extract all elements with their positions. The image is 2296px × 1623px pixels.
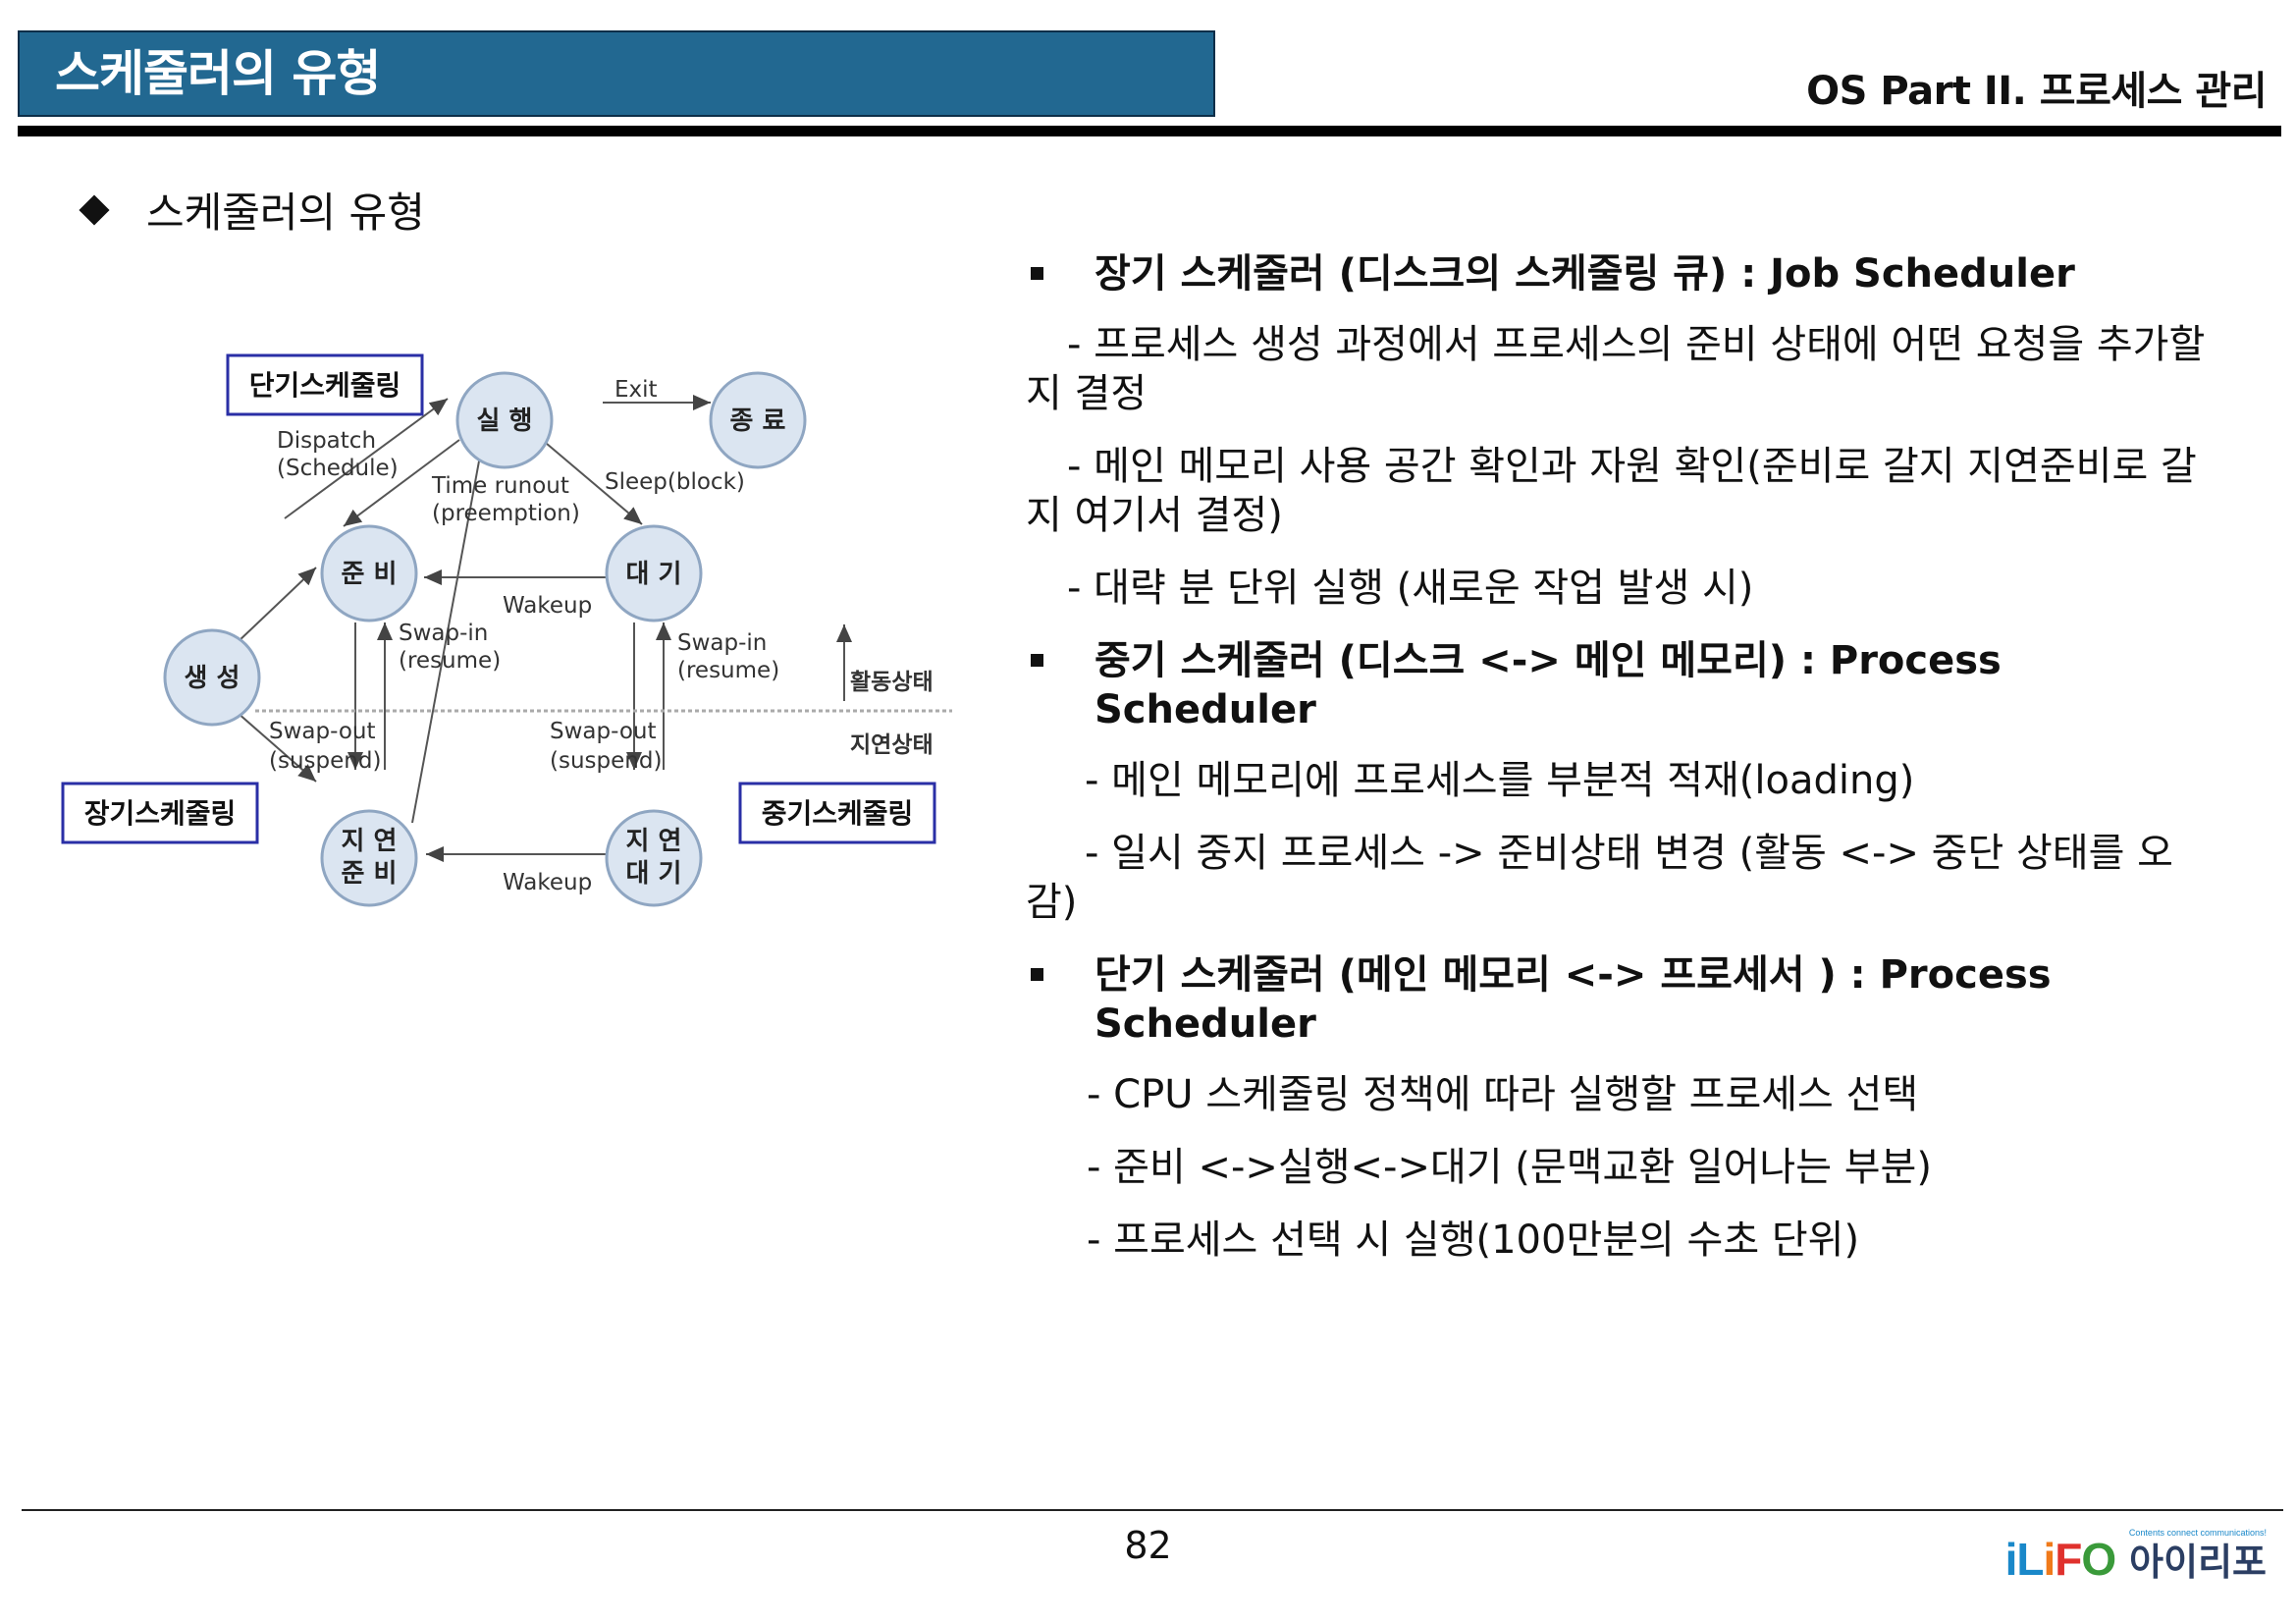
label-ready: 준 비 (342, 560, 398, 589)
label-long-term: 장기스케줄링 (84, 797, 237, 830)
label-timerunout-2: (preemption) (432, 501, 580, 526)
label-swapout-left-2: (suspend) (269, 748, 381, 774)
state-ready (320, 524, 418, 622)
box-long-term (61, 782, 259, 844)
arrow-suspended-running (411, 439, 488, 824)
label-swapin-left-2: (resume) (399, 648, 501, 674)
mid-term-heading: 중기 스케줄러 (디스크 <-> 메인 메모리) : Process Sched… (1026, 636, 2223, 734)
label-suspended-waiting-1: 지 연 (626, 827, 682, 856)
footer-divider (22, 1509, 2283, 1511)
page-number: 82 (1124, 1524, 1172, 1567)
mid-term-item: - 메인 메모리에 프로세스를 부분적 적재(loading) (1085, 758, 1915, 803)
label-suspended-ready-1: 지 연 (342, 827, 398, 856)
subheading: 스케줄러의 유형 (74, 180, 425, 240)
label-short-term: 단기스케줄링 (249, 369, 401, 402)
long-term-item: - 메인 메모리 사용 공간 확인과 자원 확인(준비로 갈지 지연준비로 갈지… (1026, 444, 2197, 538)
logo-wordmark: iLiFO (2004, 1534, 2117, 1585)
label-active-state: 활동상태 (850, 670, 934, 695)
state-terminated (709, 371, 807, 469)
logo-korean: 아이리포 (2129, 1541, 2267, 1584)
short-term-heading: 단기 스케줄러 (메인 메모리 <-> 프로세서 ) : Process Sch… (1026, 950, 2223, 1049)
label-swapin-right-1: Swap-in (677, 630, 767, 656)
state-waiting (605, 524, 703, 622)
label-swapin-left-1: Swap-in (399, 621, 488, 646)
header-divider (18, 126, 2281, 136)
brand-logo: Contents connect communications! iLiFO 아… (2004, 1528, 2267, 1586)
arrow-created-ready (237, 567, 317, 643)
label-terminated: 종 료 (730, 406, 786, 436)
short-term-item: - 준비 <->실행<->대기 (문맥교환 일어나는 부분) (1087, 1145, 1932, 1190)
label-suspended-ready-2: 준 비 (342, 859, 398, 889)
label-dispatch-1: Dispatch (277, 428, 376, 454)
long-term-heading: 장기 스케줄러 (디스크의 스케줄링 큐) : Job Scheduler (1026, 249, 2223, 298)
arrow-sleep (539, 437, 643, 525)
scheduler-descriptions: 장기 스케줄러 (디스크의 스케줄링 큐) : Job Scheduler - … (1026, 249, 2223, 1288)
label-suspended-waiting-2: 대 기 (626, 859, 682, 889)
label-dispatch-2: (Schedule) (277, 456, 399, 481)
label-exit: Exit (614, 377, 658, 403)
diamond-bullet-icon (79, 193, 110, 226)
label-swapout-left-1: Swap-out (269, 719, 376, 744)
label-sleep: Sleep(block) (605, 469, 745, 495)
label-mid-term: 중기스케줄링 (762, 797, 914, 830)
box-mid-term (738, 782, 936, 844)
box-short-term (226, 353, 424, 416)
subheading-text: 스케줄러의 유형 (146, 189, 425, 237)
state-suspended-waiting (605, 809, 703, 907)
label-timerunout-1: Time runout (431, 473, 569, 499)
arrow-timerunout (343, 439, 460, 527)
label-running: 실 행 (477, 406, 533, 436)
label-wakeup-top: Wakeup (503, 593, 592, 619)
state-suspended-ready (320, 809, 418, 907)
short-term-item: - CPU 스케줄링 정책에 따라 실행할 프로세스 선택 (1087, 1072, 1919, 1117)
logo-tagline: Contents connect communications! (2128, 1528, 2267, 1538)
long-term-item: - 대략 분 단위 실행 (새로운 작업 발생 시) (1067, 566, 1754, 611)
square-bullet-icon (1031, 968, 1043, 981)
section-title: OS Part II. 프로세스 관리 (1806, 69, 2267, 114)
arrow-created-suspended (237, 712, 317, 783)
label-swapout-right-1: Swap-out (550, 719, 657, 744)
long-term-item: - 프로세스 생성 과정에서 프로세스의 준비 상태에 어떤 요청을 추가할지 … (1026, 322, 2206, 416)
label-swapin-right-2: (resume) (677, 658, 779, 683)
short-term-item: - 프로세스 선택 시 실행(100만분의 수초 단위) (1087, 1217, 1860, 1263)
mid-term-item: - 일시 중지 프로세스 -> 준비상태 변경 (활동 <-> 중단 상태를 오… (1026, 831, 2173, 925)
label-created: 생 성 (185, 664, 240, 693)
square-bullet-icon (1031, 654, 1043, 667)
label-delayed-state: 지연상태 (850, 732, 934, 758)
process-state-diagram: 실 행 종 료 준 비 대 기 생 성 지 연 준 비 지 연 대 기 단기스케… (61, 353, 952, 907)
label-waiting: 대 기 (626, 560, 682, 589)
page-title: 스케줄러의 유형 (18, 30, 1215, 117)
label-swapout-right-2: (suspend) (550, 748, 662, 774)
square-bullet-icon (1031, 267, 1043, 280)
label-wakeup-bottom: Wakeup (503, 870, 592, 895)
state-running (455, 371, 554, 469)
state-created (163, 628, 261, 727)
arrow-dispatch (284, 398, 449, 519)
